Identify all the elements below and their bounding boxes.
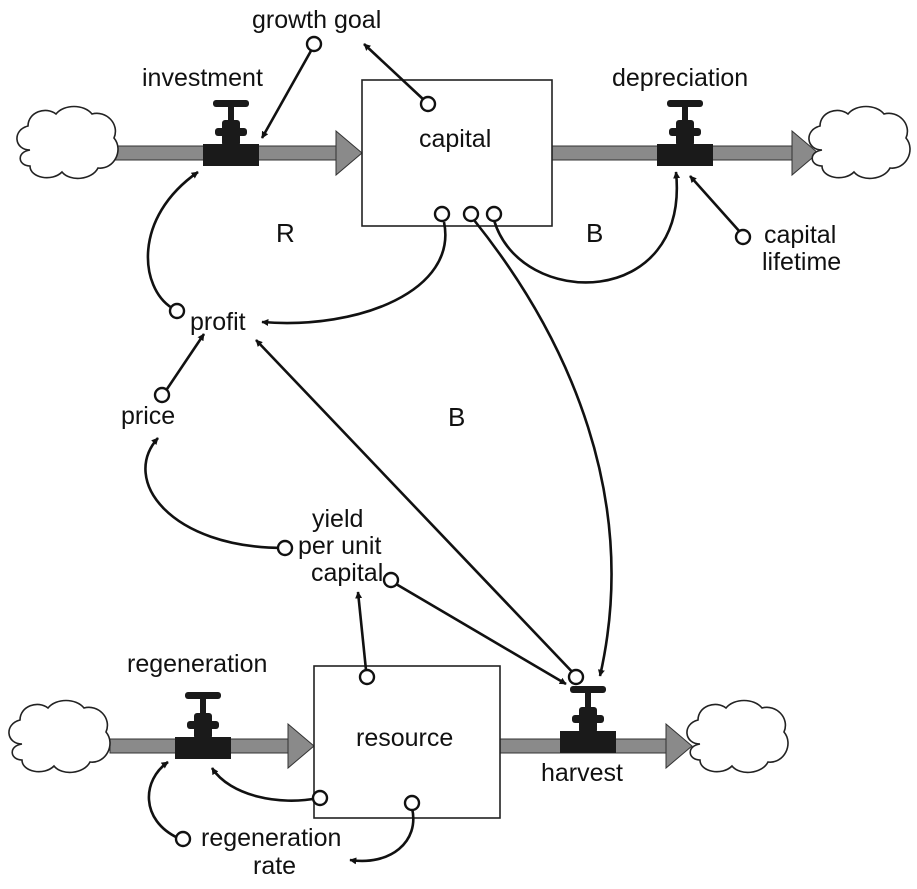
capital-stock-label: capital bbox=[419, 125, 491, 153]
investment-valve bbox=[203, 100, 259, 166]
link-price-to-profit bbox=[163, 333, 206, 393]
tail-resource-regeneration bbox=[311, 789, 329, 807]
link-capital-to-harvest bbox=[472, 219, 613, 677]
link-capital-to-growth-goal bbox=[363, 43, 425, 101]
link-yield-to-harvest bbox=[395, 582, 567, 686]
link-resource-to-yield bbox=[355, 591, 368, 671]
depreciation-label: depreciation bbox=[612, 64, 748, 92]
capital-lifetime-label-line1: capital bbox=[764, 221, 836, 249]
tail-yield-harvest bbox=[382, 571, 400, 589]
loop-label-reinforcing: R bbox=[276, 218, 295, 248]
resource-stock bbox=[313, 665, 501, 819]
sink-cloud-harvest bbox=[686, 699, 789, 774]
tail-price bbox=[153, 386, 171, 404]
capital-lifetime-label-line2: lifetime bbox=[762, 248, 841, 276]
tail-capital-lifetime bbox=[734, 228, 752, 246]
investment-label: investment bbox=[142, 64, 263, 92]
source-cloud-regeneration bbox=[8, 699, 111, 774]
profit-label: profit bbox=[190, 308, 246, 336]
link-capital-to-depreciation bbox=[492, 171, 681, 284]
loop-label-balancing-depreciation: B bbox=[586, 218, 603, 248]
tail-regeneration-rate bbox=[174, 830, 192, 848]
loop-label-balancing-harvest: B bbox=[448, 402, 465, 432]
sink-cloud-depreciation bbox=[808, 105, 911, 180]
regeneration-rate-label-line1: regeneration bbox=[201, 824, 341, 852]
link-capital-lifetime-to-depreciation bbox=[689, 175, 741, 233]
source-cloud-investment bbox=[16, 105, 119, 180]
resource-stock-label: resource bbox=[356, 724, 453, 752]
link-growth-goal-to-investment bbox=[260, 48, 314, 139]
regeneration-rate-label-line2: rate bbox=[253, 852, 296, 880]
link-harvest-to-profit bbox=[255, 339, 579, 679]
tail-capital-harvest bbox=[462, 205, 480, 223]
tail-capital-profit bbox=[433, 205, 451, 223]
harvest-label: harvest bbox=[541, 759, 623, 787]
yield-label-line2: per unit bbox=[298, 532, 381, 560]
link-resource-to-regeneration-rate bbox=[349, 807, 415, 865]
capital-stock bbox=[361, 79, 553, 227]
regeneration-valve bbox=[175, 692, 231, 759]
link-profit-to-investment bbox=[146, 170, 199, 310]
link-capital-to-profit bbox=[261, 221, 447, 326]
tail-resource-rate bbox=[403, 794, 421, 812]
yield-label-line3: capital bbox=[311, 559, 383, 587]
yield-label-line1: yield bbox=[312, 505, 363, 533]
link-regeneration-rate-to-regeneration bbox=[147, 760, 179, 840]
harvest-valve bbox=[560, 686, 616, 753]
depreciation-valve bbox=[657, 100, 713, 166]
tail-resource-yield bbox=[358, 668, 376, 686]
tail-growth-goal bbox=[305, 35, 323, 53]
regeneration-label: regeneration bbox=[127, 650, 267, 678]
tail-profit bbox=[168, 302, 186, 320]
tail-harvest bbox=[567, 668, 585, 686]
link-yield-to-price bbox=[144, 437, 285, 550]
tail-capital-growth bbox=[419, 95, 437, 113]
growth-goal-label: growth goal bbox=[252, 6, 381, 34]
link-resource-to-regeneration bbox=[210, 767, 319, 802]
tail-capital-depreciation bbox=[485, 205, 503, 223]
price-label: price bbox=[121, 402, 175, 430]
tail-yield-price bbox=[276, 539, 294, 557]
